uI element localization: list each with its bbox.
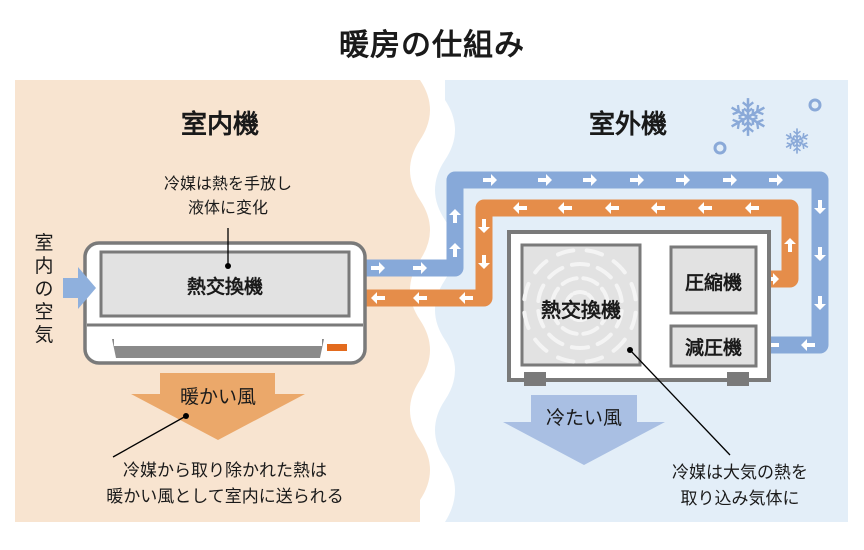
flow-arrow-up-icon [784, 238, 796, 252]
snowflake-icon [731, 98, 765, 136]
flow-arrow-left-icon [459, 292, 473, 304]
indoor-note-line: 冷媒は熱を手放し [163, 174, 292, 193]
flow-arrow-left-icon [801, 339, 815, 351]
flow-arrow-right-icon [583, 174, 597, 186]
flow-arrow-down-icon [478, 255, 490, 269]
page-title: 暖房の仕組み [339, 28, 525, 63]
indoor-air-label-char: の [34, 278, 54, 300]
flow-arrow-up-icon [449, 209, 461, 223]
indoor-unit [83, 241, 367, 365]
flow-arrow-left-icon [371, 292, 385, 304]
outdoor-bottom-note: 冷媒は大気の熱を 取り込み気体に [640, 460, 840, 512]
flow-arrow-up-icon [449, 243, 461, 257]
flow-arrow-left-icon [605, 202, 619, 214]
circle-icon [713, 141, 727, 155]
outdoor-bottom-note-line: 取り込み気体に [680, 489, 800, 509]
flow-arrow-left-icon [558, 202, 572, 214]
flow-arrow-left-icon [745, 202, 759, 214]
outdoor-unit [507, 230, 771, 386]
circle-icon [808, 98, 822, 112]
compressor-box [669, 245, 758, 315]
flow-arrow-right-icon [413, 262, 427, 274]
flow-arrow-left-icon [698, 202, 712, 214]
flow-arrow-down-icon [814, 200, 826, 214]
indoor-air-label-char: 空 [34, 301, 54, 323]
outdoor-heading: 室外機 [588, 110, 667, 140]
warm-wind-arrow-icon [131, 373, 305, 440]
flow-arrow-down-icon [814, 247, 826, 261]
flow-arrow-right-icon [769, 174, 783, 186]
compressor-label: 圧縮機 [684, 272, 742, 294]
expansion-valve-box [669, 324, 758, 368]
flow-arrow-right-icon [538, 174, 552, 186]
flow-arrow-right-icon [765, 273, 779, 285]
indoor-air-label-char: 内 [34, 255, 54, 277]
warm-wind-label: 暖かい風 [179, 386, 256, 408]
indoor-heading: 室内機 [180, 110, 259, 140]
indoor-bottom-note-line: 冷媒から取り除かれた熱は [123, 461, 327, 481]
indoor-air-label-char: 気 [34, 324, 54, 346]
indicator-light [327, 344, 347, 351]
flow-arrow-right-icon [483, 174, 497, 186]
flow-arrow-down-icon [478, 219, 490, 233]
outdoor-bottom-note-line: 冷媒は大気の熱を [672, 463, 808, 483]
indoor-heat-exchanger [99, 250, 351, 318]
indoor-heat-exchanger-label: 熱交換機 [186, 276, 263, 298]
indoor-note-line: 液体に変化 [187, 198, 268, 217]
flow-arrow-right-icon [723, 174, 737, 186]
fan-icon [522, 248, 638, 364]
flow-arrow-left-icon [513, 202, 527, 214]
flow-arrow-left-icon [413, 292, 427, 304]
indoor-bottom-note: 冷媒から取り除かれた熱は 暖かい風として室内に送られる [60, 458, 390, 510]
flow-arrow-right-icon [630, 174, 644, 186]
indoor-air-label: 室内の空気 [32, 232, 56, 347]
expansion-valve-label: 減圧機 [684, 337, 742, 359]
flow-arrow-right-icon [371, 262, 385, 274]
indoor-air-label-char: 室 [34, 232, 54, 254]
indoor-note: 冷媒は熱を手放し 液体に変化 [118, 172, 338, 220]
snowflake-icon [785, 128, 809, 154]
flow-arrow-right-icon [676, 174, 690, 186]
indoor-bottom-note-line: 暖かい風として室内に送られる [106, 487, 344, 507]
intake-arrow-icon [63, 267, 96, 309]
flow-arrow-left-icon [651, 202, 665, 214]
cold-wind-label: 冷たい風 [545, 407, 622, 429]
flow-arrow-down-icon [814, 296, 826, 310]
outdoor-heat-exchanger-label: 熱交換機 [541, 298, 621, 322]
snow-decoration [713, 98, 822, 155]
cold-wind-arrow-icon [503, 395, 665, 465]
